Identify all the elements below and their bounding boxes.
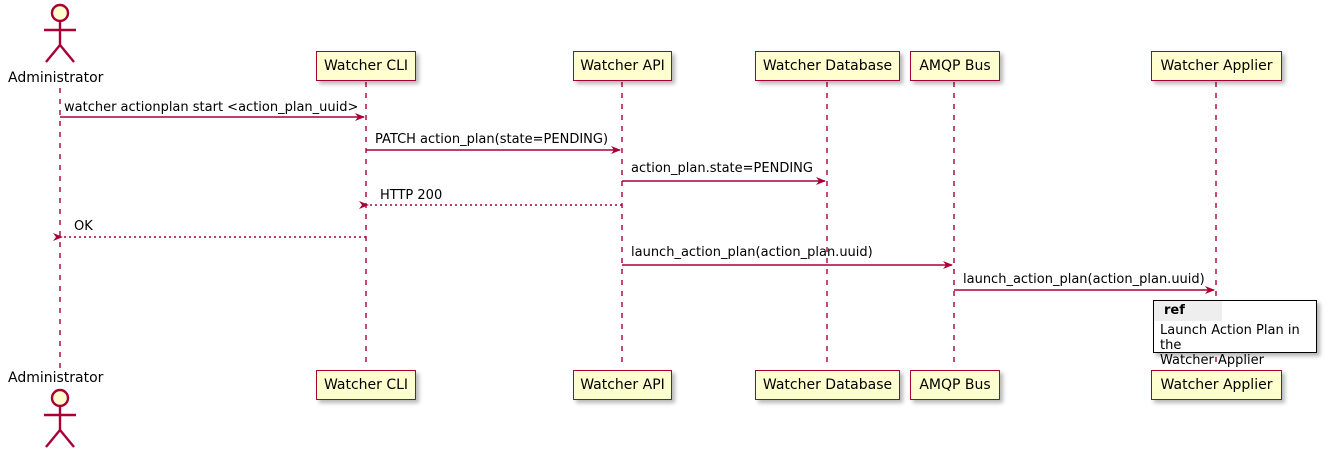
participant-box-watcher-cli-bottom[interactable]: Watcher CLI bbox=[316, 370, 416, 400]
ref-fragment-line-1: Launch Action Plan in the bbox=[1160, 323, 1300, 353]
message-label-6: launch_action_plan(action_plan.uuid) bbox=[631, 245, 873, 260]
message-label-1: watcher actionplan start <action_plan_uu… bbox=[64, 100, 359, 115]
ref-fragment-body: Launch Action Plan in the Watcher Applie… bbox=[1160, 323, 1312, 368]
actor-label-administrator-top: Administrator bbox=[8, 70, 104, 86]
participant-box-amqp-bus-top[interactable]: AMQP Bus bbox=[910, 51, 1000, 81]
actor-administrator-bottom bbox=[44, 388, 76, 448]
message-label-2: PATCH action_plan(state=PENDING) bbox=[375, 132, 609, 147]
ref-fragment-tab bbox=[1154, 301, 1222, 321]
participant-box-watcher-database-top[interactable]: Watcher Database bbox=[755, 51, 900, 81]
ref-fragment[interactable]: ref Launch Action Plan in the Watcher Ap… bbox=[1153, 300, 1317, 368]
participant-box-watcher-api-bottom[interactable]: Watcher API bbox=[573, 370, 672, 400]
message-label-7: launch_action_plan(action_plan.uuid) bbox=[963, 272, 1205, 287]
message-label-5: OK bbox=[74, 219, 93, 234]
participant-box-watcher-applier-bottom[interactable]: Watcher Applier bbox=[1151, 370, 1282, 400]
participant-box-watcher-cli-top[interactable]: Watcher CLI bbox=[316, 51, 416, 81]
participant-box-watcher-api-top[interactable]: Watcher API bbox=[573, 51, 672, 81]
message-label-4: HTTP 200 bbox=[380, 188, 443, 203]
participant-box-watcher-database-bottom[interactable]: Watcher Database bbox=[755, 370, 900, 400]
participant-box-amqp-bus-bottom[interactable]: AMQP Bus bbox=[910, 370, 1000, 400]
ref-fragment-tab-label: ref bbox=[1164, 303, 1185, 318]
message-label-3: action_plan.state=PENDING bbox=[631, 161, 813, 176]
actor-administrator-top bbox=[44, 3, 76, 63]
ref-fragment-line-2: Watcher Applier bbox=[1160, 353, 1264, 368]
message-arrows bbox=[53, 113, 1215, 294]
lifelines bbox=[59, 82, 1217, 368]
actor-label-administrator-bottom: Administrator bbox=[8, 370, 104, 386]
participant-box-watcher-applier-top[interactable]: Watcher Applier bbox=[1151, 51, 1282, 81]
